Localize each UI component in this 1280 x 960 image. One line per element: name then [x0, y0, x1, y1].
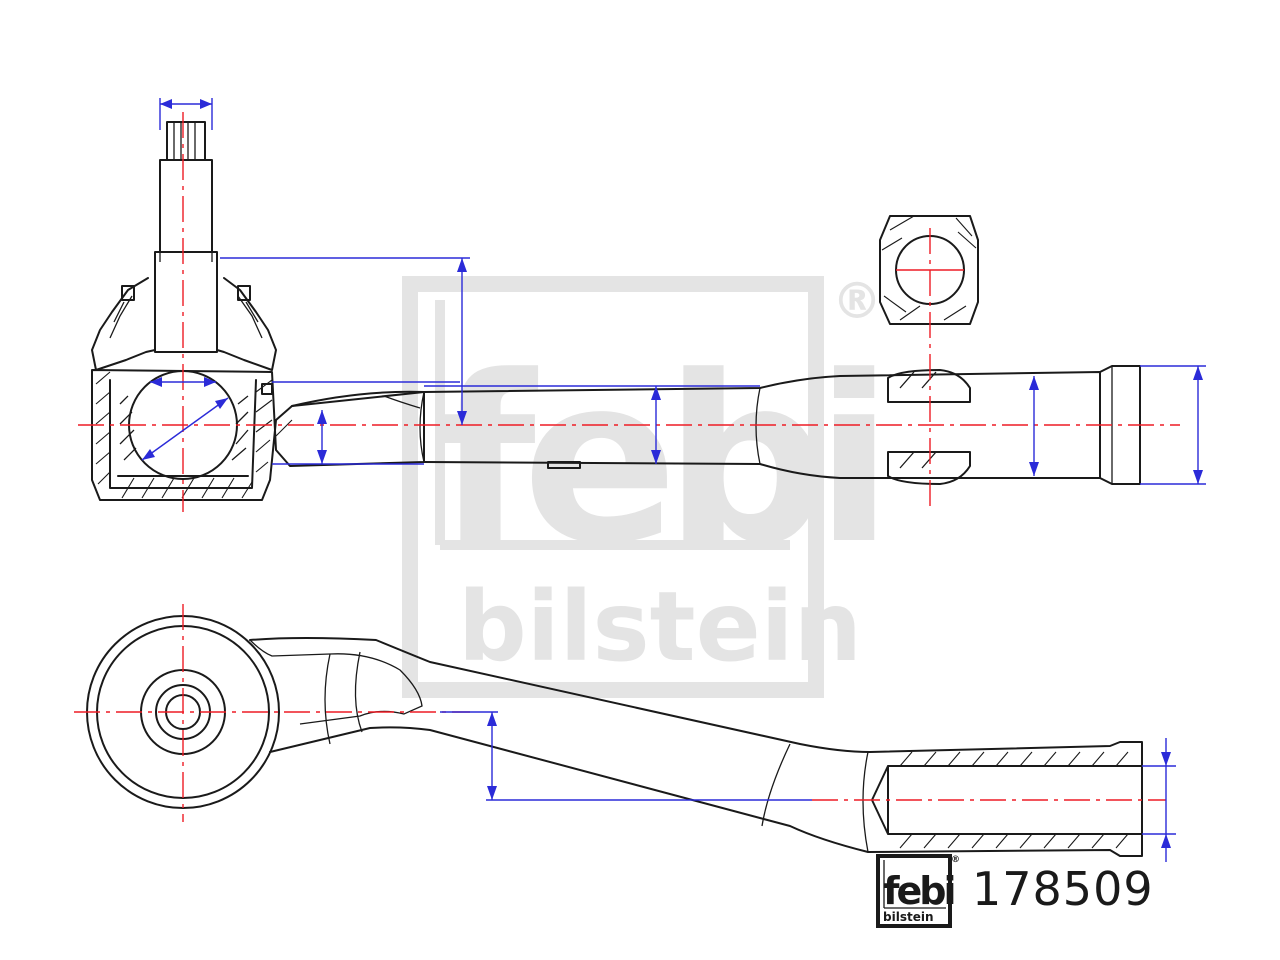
- logo-registered-mark: ®: [951, 855, 960, 865]
- ball-stud-thread: [154, 121, 218, 353]
- part-number: 178509: [972, 862, 1154, 916]
- watermark-brand-sub: bilstein: [458, 571, 862, 683]
- dimensions-side: [440, 711, 1176, 862]
- watermark-frame: [402, 276, 824, 698]
- logo-frame: [876, 854, 952, 928]
- centerlines-top: [78, 112, 1180, 512]
- watermark-brand-main: febi: [436, 328, 880, 595]
- brand-watermark: febi bilstein ®: [402, 272, 894, 698]
- centerlines-side: [74, 604, 1166, 822]
- logo-brand-sub: bilstein: [883, 910, 934, 924]
- housing-section: [91, 369, 425, 501]
- dust-boot: [91, 277, 277, 371]
- brand-logo: febi bilstein ®: [876, 854, 960, 928]
- logo-brand-main: febi: [883, 869, 954, 913]
- watermark-frame-inner: [435, 300, 790, 550]
- watermark-registered-mark: ®: [832, 272, 882, 330]
- dimensions-top: [141, 98, 1206, 485]
